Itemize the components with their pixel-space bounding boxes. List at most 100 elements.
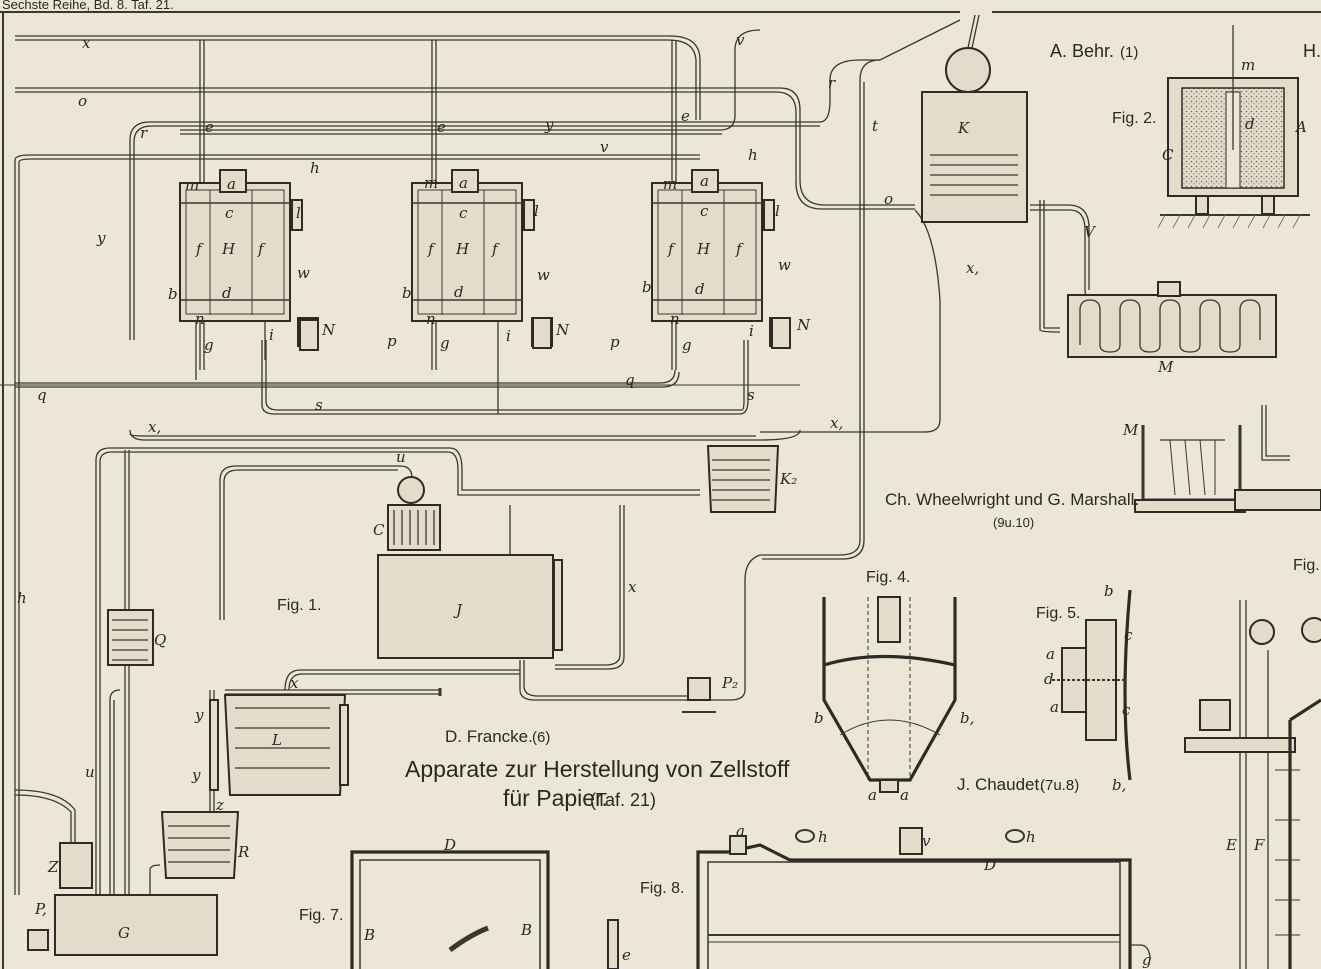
diagram-letter: o: [78, 92, 87, 110]
diagram-letter: v: [600, 138, 609, 156]
diagram-letter: x,: [148, 418, 161, 436]
diagram-letter: b: [642, 278, 652, 296]
diagram-letter: u: [85, 763, 95, 781]
diagram-letter: v: [736, 31, 745, 49]
credit-chaudet: J. Chaudet.: [957, 775, 1044, 794]
fig5-caption: Fig. 5.: [1036, 605, 1080, 622]
diagram-letter: g: [440, 334, 450, 352]
diagram-letter: s: [747, 386, 755, 404]
diagram-letter: d: [695, 280, 705, 298]
diagram-letter: n: [670, 310, 680, 328]
fig7-vessel: [350, 850, 550, 969]
diagram-letter: L: [271, 731, 282, 749]
diagram-letter: i: [749, 322, 754, 340]
diagram-letter: i: [269, 326, 274, 344]
diagram-letter: C: [373, 521, 385, 539]
diagram-letter: D: [983, 856, 996, 874]
diagram-letter: h: [310, 159, 320, 177]
diagram-letter: a: [868, 786, 877, 804]
diagram-letter: t: [872, 117, 879, 135]
plate-ref: (Taf. 21): [590, 790, 656, 810]
diagram-letter: x: [82, 34, 91, 52]
diagram-letter: E: [1225, 836, 1237, 854]
diagram-letter: b,: [1112, 776, 1126, 794]
diagram-letter: i: [506, 327, 511, 345]
diagram-letter: Q: [154, 631, 166, 649]
diagram-letter: a: [736, 822, 745, 840]
diagram-letter: N: [321, 321, 336, 339]
tank-G: [27, 842, 218, 956]
diagram-letter: e: [205, 118, 214, 136]
fig2-caption: Fig. 2.: [1112, 110, 1156, 127]
diagram-letter: K: [957, 119, 970, 137]
credit-behr: A. Behr.: [1050, 41, 1114, 61]
diagram-letter: g: [204, 336, 214, 354]
diagram-letter: A: [1294, 118, 1307, 136]
diagram-letter: J: [453, 601, 463, 619]
fig4-vessel: [822, 596, 957, 793]
diagram-letter: b,: [960, 709, 974, 727]
coil-R: [160, 811, 240, 879]
diagram-letter: b: [168, 285, 178, 303]
diagram-letter: w: [778, 256, 791, 274]
diagram-letter: M: [1122, 421, 1139, 439]
diagram-letter: y: [191, 766, 201, 784]
diagram-letter: N: [796, 316, 811, 334]
diagram-letter: c: [1122, 701, 1131, 719]
diagram-letter: f: [491, 240, 500, 258]
plate-title-line1: Apparate zur Herstellung von Zellstoff: [405, 756, 790, 782]
fig1-caption: Fig. 1.: [277, 597, 321, 614]
condenser-K: [921, 14, 1028, 223]
diagram-letter: g: [682, 336, 692, 354]
diagram-letter: F: [1253, 836, 1265, 854]
plate-border: [0, 11, 1321, 969]
diagram-letter: c: [1124, 626, 1133, 644]
diagram-letter: h: [818, 828, 828, 846]
tank-J: [377, 476, 563, 659]
diagram-letter: R: [237, 843, 249, 861]
diagram-letter: b: [1104, 582, 1114, 600]
diagram-letter: c: [225, 204, 234, 222]
diagram-letter: y: [194, 706, 204, 724]
diagram-letter: a: [459, 174, 468, 192]
diagram-letter: x: [628, 578, 637, 596]
diagram-letter: x,: [830, 414, 843, 432]
credit-francke-ref: (6): [532, 729, 550, 746]
diagram-letter: a: [1050, 698, 1059, 716]
diagram-letter: f: [257, 240, 266, 258]
diagram-letter: K₂: [779, 470, 797, 488]
diagram-letter: H: [455, 240, 470, 258]
diagram-letter: n: [195, 310, 205, 328]
coil-vessel-M: [1067, 281, 1277, 358]
diagram-letter: p: [610, 333, 620, 351]
diagram-letter: H: [696, 240, 711, 258]
fig4-caption: Fig. 4.: [866, 569, 910, 586]
diagram-letter: e: [437, 118, 446, 136]
diagram-letter: C: [1162, 146, 1174, 164]
diagram-letter: d: [1044, 670, 1054, 688]
diagram-letter: c: [700, 202, 709, 220]
diagram-letter: f: [427, 240, 436, 258]
diagram-letter: y: [96, 229, 106, 247]
diagram-letter: a: [900, 786, 909, 804]
diagram-letter: y: [544, 116, 554, 134]
credit-francke: D. Francke.: [445, 727, 533, 746]
diagram-letter: d: [454, 283, 464, 301]
diagram-letter: x,: [966, 259, 979, 277]
fig5-detail: [1052, 589, 1132, 781]
diagram-letter: e: [622, 946, 631, 964]
diagram-letter: d: [222, 284, 232, 302]
credit-h-partial: H.: [1303, 41, 1321, 61]
diagram-letter: N: [555, 321, 570, 339]
digester-2: [411, 40, 553, 414]
series-note: Sechste Reihe, Bd. 8. Taf. 21.: [2, 0, 174, 12]
fig7-caption: Fig. 7.: [299, 907, 343, 924]
diagram-letter: q: [625, 371, 635, 389]
diagram-letter: l: [296, 204, 301, 222]
wheelwright-section: [1134, 405, 1321, 513]
coil-Q: [107, 609, 154, 666]
diagram-letter: o: [884, 190, 893, 208]
diagram-letter: Z: [47, 858, 59, 876]
diagram-letter: M: [1157, 358, 1174, 376]
